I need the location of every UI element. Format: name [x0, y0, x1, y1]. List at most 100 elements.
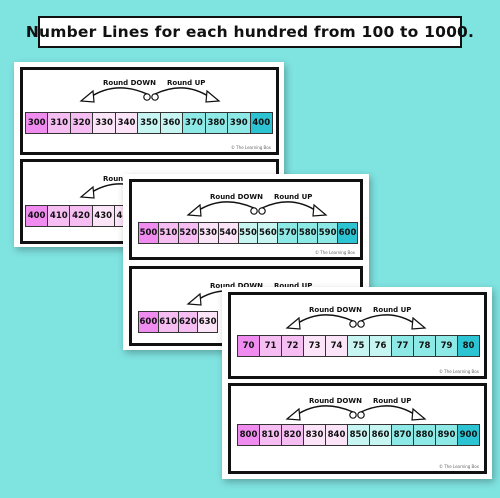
- number-cell: 78: [414, 336, 436, 356]
- number-cell: 310: [48, 113, 71, 133]
- number-cell: 80: [458, 336, 479, 356]
- number-line: 400410420430440: [25, 205, 137, 227]
- number-cell: 540: [218, 223, 239, 243]
- loop-right-icon: [151, 93, 159, 101]
- number-cell: 570: [278, 223, 299, 243]
- round-up-arrow: [154, 87, 212, 99]
- number-cell: 860: [370, 425, 392, 445]
- arrowhead-left-icon: [79, 185, 95, 199]
- number-cell: 79: [436, 336, 458, 356]
- number-cell: 390: [228, 113, 251, 133]
- round-down-label: Round DOWN: [309, 306, 362, 314]
- number-cell: 520: [178, 223, 199, 243]
- number-cell: 630: [198, 312, 217, 332]
- number-cell: 72: [282, 336, 304, 356]
- loop-left-icon: [250, 207, 258, 215]
- arrowhead-right-icon: [312, 203, 328, 217]
- loop-right-icon: [357, 411, 365, 419]
- number-cell: 600: [338, 223, 357, 243]
- number-cell: 73: [304, 336, 326, 356]
- title-text: Number Lines for each hundred from 100 t…: [25, 23, 475, 41]
- number-cell: 500: [139, 223, 159, 243]
- number-cell: 900: [458, 425, 479, 445]
- loop-left-icon: [349, 320, 357, 328]
- loop-right-icon: [258, 207, 266, 215]
- arrowhead-right-icon: [411, 316, 427, 330]
- round-up-arrow: [360, 405, 418, 417]
- round-up-label: Round UP: [167, 79, 205, 87]
- number-cell: 76: [370, 336, 392, 356]
- arrowhead-left-icon: [186, 203, 202, 217]
- round-down-arrow: [88, 87, 148, 99]
- loop-left-icon: [143, 93, 151, 101]
- number-cell: 820: [282, 425, 304, 445]
- number-cell: 530: [198, 223, 219, 243]
- number-cell: 360: [160, 113, 184, 133]
- round-down-label: Round DOWN: [103, 79, 156, 87]
- number-cell: 600: [139, 312, 159, 332]
- number-cell: 380: [205, 113, 229, 133]
- arrowhead-right-icon: [411, 407, 427, 421]
- number-cell: 850: [348, 425, 370, 445]
- arrowhead-left-icon: [186, 292, 202, 306]
- title-banner: Number Lines for each hundred from 100 t…: [26, 16, 474, 48]
- round-down-label: Round DOWN: [210, 193, 263, 201]
- round-down-arrow: [294, 314, 354, 326]
- brand-mark: © The Learning Box: [438, 369, 479, 374]
- round-up-arrow: [360, 314, 418, 326]
- round-arrows: Round DOWN Round UP: [79, 79, 221, 103]
- round-down-label: Round DOWN: [210, 282, 263, 290]
- number-cell: 830: [304, 425, 326, 445]
- round-down-label: Round DOWN: [309, 397, 362, 405]
- number-cell: 800: [238, 425, 260, 445]
- number-cell: 300: [26, 113, 49, 133]
- number-cell: 400: [250, 113, 272, 133]
- number-cell: 840: [326, 425, 348, 445]
- round-up-label: Round UP: [373, 306, 411, 314]
- round-up-arrow: [261, 201, 319, 213]
- number-cell: 510: [158, 223, 179, 243]
- number-cell: 590: [318, 223, 339, 243]
- loop-left-icon: [349, 411, 357, 419]
- number-cell: 75: [348, 336, 370, 356]
- round-arrows: Round DOWN Round UP: [186, 193, 328, 217]
- brand-mark: © The Learning Box: [438, 464, 479, 469]
- number-cell: 620: [178, 312, 199, 332]
- number-cell: 330: [93, 113, 116, 133]
- round-down-arrow: [294, 405, 354, 417]
- number-cell: 810: [260, 425, 282, 445]
- number-cell: 77: [392, 336, 414, 356]
- arrowhead-left-icon: [285, 407, 301, 421]
- arrowhead-left-icon: [285, 316, 301, 330]
- arrowhead-left-icon: [79, 89, 95, 103]
- number-cell: 870: [392, 425, 414, 445]
- number-cell: 70: [238, 336, 260, 356]
- number-cell: 400: [26, 206, 49, 226]
- brand-mark: © The Learning Box: [314, 250, 355, 255]
- number-cell: 74: [326, 336, 348, 356]
- number-cell: 340: [115, 113, 139, 133]
- number-cell: 890: [436, 425, 458, 445]
- number-cell: 420: [70, 206, 93, 226]
- number-cell: 550: [238, 223, 259, 243]
- loop-right-icon: [357, 320, 365, 328]
- number-cell: 880: [414, 425, 436, 445]
- number-cell: 560: [258, 223, 279, 243]
- number-cell: 580: [298, 223, 319, 243]
- number-cell: 610: [158, 312, 179, 332]
- round-up-label: Round UP: [274, 193, 312, 201]
- number-cell: 320: [70, 113, 94, 133]
- number-cell: 410: [48, 206, 71, 226]
- round-arrows: Round DOWN Round UP: [285, 306, 427, 330]
- round-down-arrow: [195, 201, 255, 213]
